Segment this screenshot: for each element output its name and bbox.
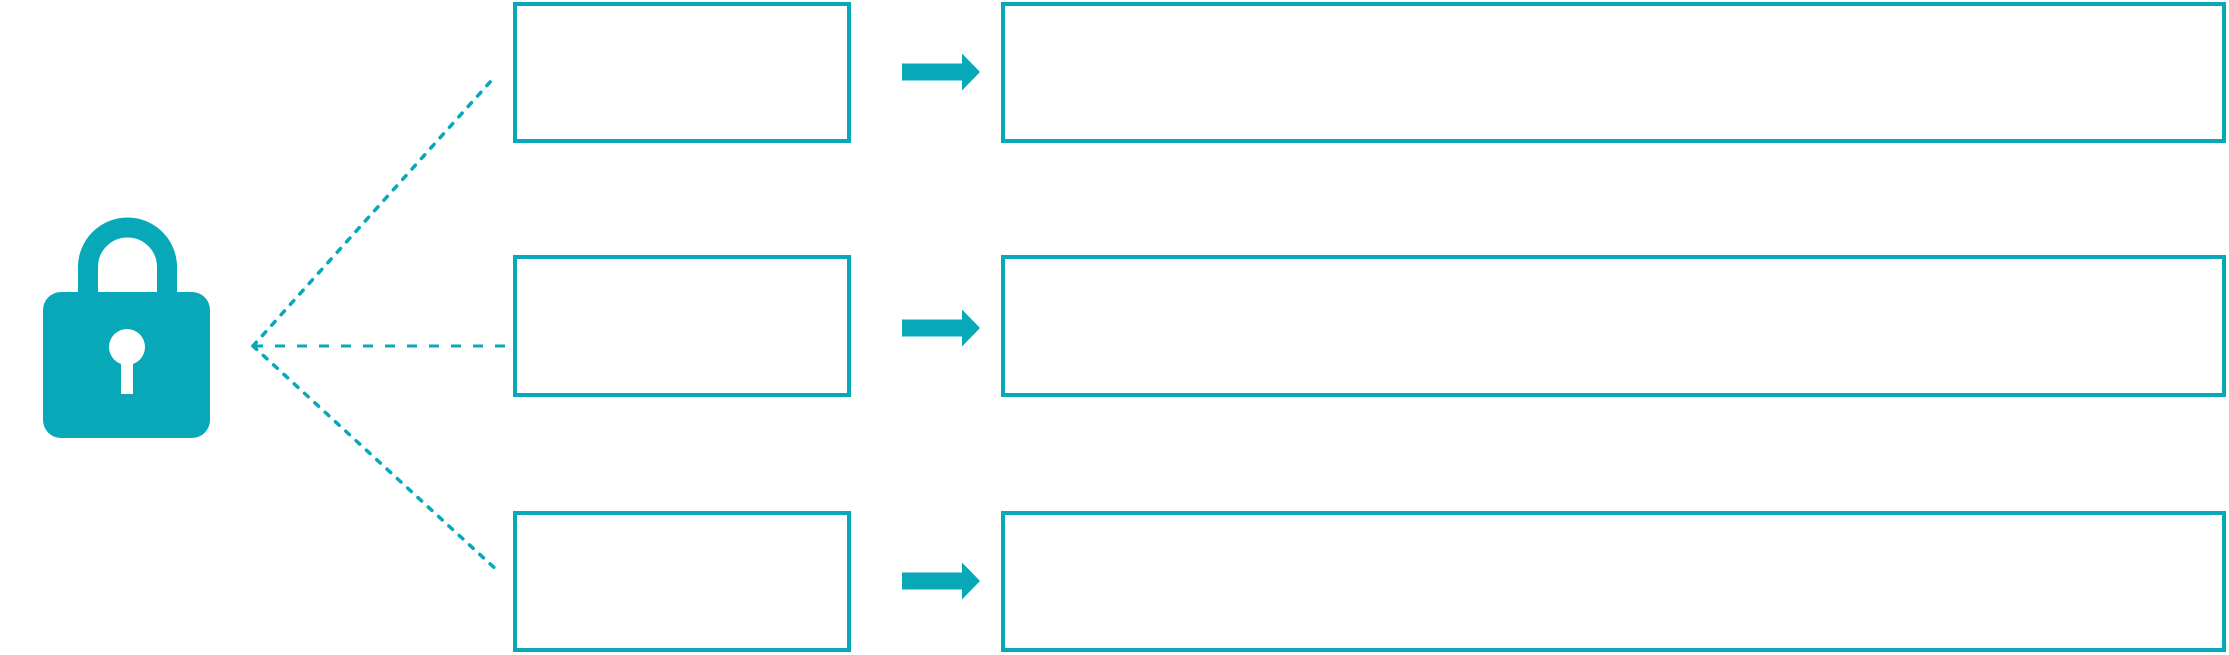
label-box-1: [513, 2, 851, 143]
connector-lines: [251, 79, 507, 575]
right-arrow-icon: [902, 309, 980, 347]
label-box-2: [513, 255, 851, 397]
padlock-shackle: [78, 217, 177, 305]
description-box-3: [1001, 511, 2226, 652]
description-box-2: [1001, 255, 2226, 397]
description-box-1: [1001, 2, 2226, 143]
padlock-icon: [43, 217, 210, 438]
label-box-3: [513, 511, 851, 652]
right-arrow-icon: [902, 562, 980, 600]
padlock-keyhole-stem: [121, 347, 133, 394]
connector-line-bottom: [251, 344, 502, 575]
right-arrow-icon: [902, 53, 980, 91]
connector-line-top: [251, 79, 493, 348]
